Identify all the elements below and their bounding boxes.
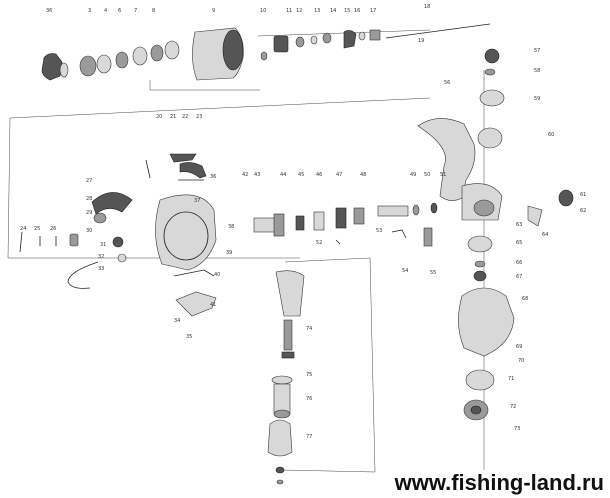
part-number-label: 66 [516,260,522,266]
part-number-label: 51 [440,172,446,178]
part-number-label: 14 [330,8,336,14]
part-number-label: 38 [228,224,234,230]
part-number-label: 21 [170,114,176,120]
part-number-label: 29 [86,210,92,216]
part-number-label: 19 [418,38,424,44]
part-number-label: 37 [194,198,200,204]
part-number-label: 46 [316,172,322,178]
part-number-label: 36 [210,174,216,180]
part-number-label: 64 [542,232,548,238]
part-number-label: 67 [516,274,522,280]
part-number-label: 15 [344,8,350,14]
part-number-label: 23 [196,114,202,120]
part-number-label: 52 [316,240,322,246]
part-number-label: 63 [516,222,522,228]
part-number-label: 42 [242,172,248,178]
handle-assembly [267,270,305,485]
part-number-label: 71 [508,376,514,382]
part-number-label: 28 [86,196,92,202]
part-number-label: 25 [34,226,40,232]
part-number-label: 3 [88,8,91,14]
part-number-label: 27 [86,178,92,184]
part-number-label: 48 [360,172,366,178]
part-number-label: 55 [430,270,436,276]
part-number-label: 32 [98,254,104,260]
part-number-label: 44 [280,172,286,178]
part-number-label: 9 [212,8,215,14]
part-number-label: 39 [226,250,232,256]
part-number-label: 11 [286,8,292,14]
part-number-label: 30 [86,228,92,234]
part-number-label: 70 [518,358,524,364]
part-number-label: 73 [514,426,520,432]
part-number-label: 31 [100,242,106,248]
part-number-label: 26 [50,226,56,232]
bail-rotor-assembly [19,153,217,317]
part-number-label: 24 [20,226,26,232]
part-number-label: 69 [516,344,522,350]
part-number-label: 41 [210,302,216,308]
part-number-label: 75 [306,372,312,378]
part-number-label: 57 [534,48,540,54]
part-number-label: 34 [174,318,180,324]
part-number-label: 7 [134,8,137,14]
part-number-label: 40 [214,272,220,278]
part-number-label: 65 [516,240,522,246]
guide-lines [7,29,485,473]
part-number-label: 6 [118,8,121,14]
part-number-label: 74 [306,326,312,332]
part-number-label: 50 [424,172,430,178]
part-number-label: 18 [424,4,430,10]
part-number-label: 43 [254,172,260,178]
gear-train [253,202,438,247]
part-number-label: 20 [156,114,162,120]
part-number-label: 76 [306,396,312,402]
part-number-label: 68 [522,296,528,302]
part-number-label: 49 [410,172,416,178]
watermark-text: www.fishing-land.ru [394,470,604,495]
part-number-label: 22 [182,114,188,120]
part-number-label: 60 [548,132,554,138]
part-number-label: 58 [534,68,540,74]
part-number-label: 53 [376,228,382,234]
part-number-label: 16 [354,8,360,14]
part-number-label: 10 [260,8,266,14]
part-number-label: 61 [580,192,586,198]
part-number-label: 12 [296,8,302,14]
part-number-label: 47 [336,172,342,178]
part-number-label: 72 [510,404,516,410]
part-number-label: 8 [152,8,155,14]
part-number-label: 33 [98,266,104,272]
part-number-label: 62 [580,208,586,214]
reel-body-assembly [417,48,574,421]
part-number-label: 13 [314,8,320,14]
part-number-label: 54 [402,268,408,274]
part-number-label: 45 [298,172,304,178]
part-number-label: 35 [186,334,192,340]
part-number-label: 4 [104,8,107,14]
part-number-label: 36 [46,8,52,14]
part-number-label: 56 [444,80,450,86]
part-number-label: 17 [370,8,376,14]
spool-assembly [41,23,491,81]
part-number-label: 59 [534,96,540,102]
part-number-label: 77 [306,434,312,440]
